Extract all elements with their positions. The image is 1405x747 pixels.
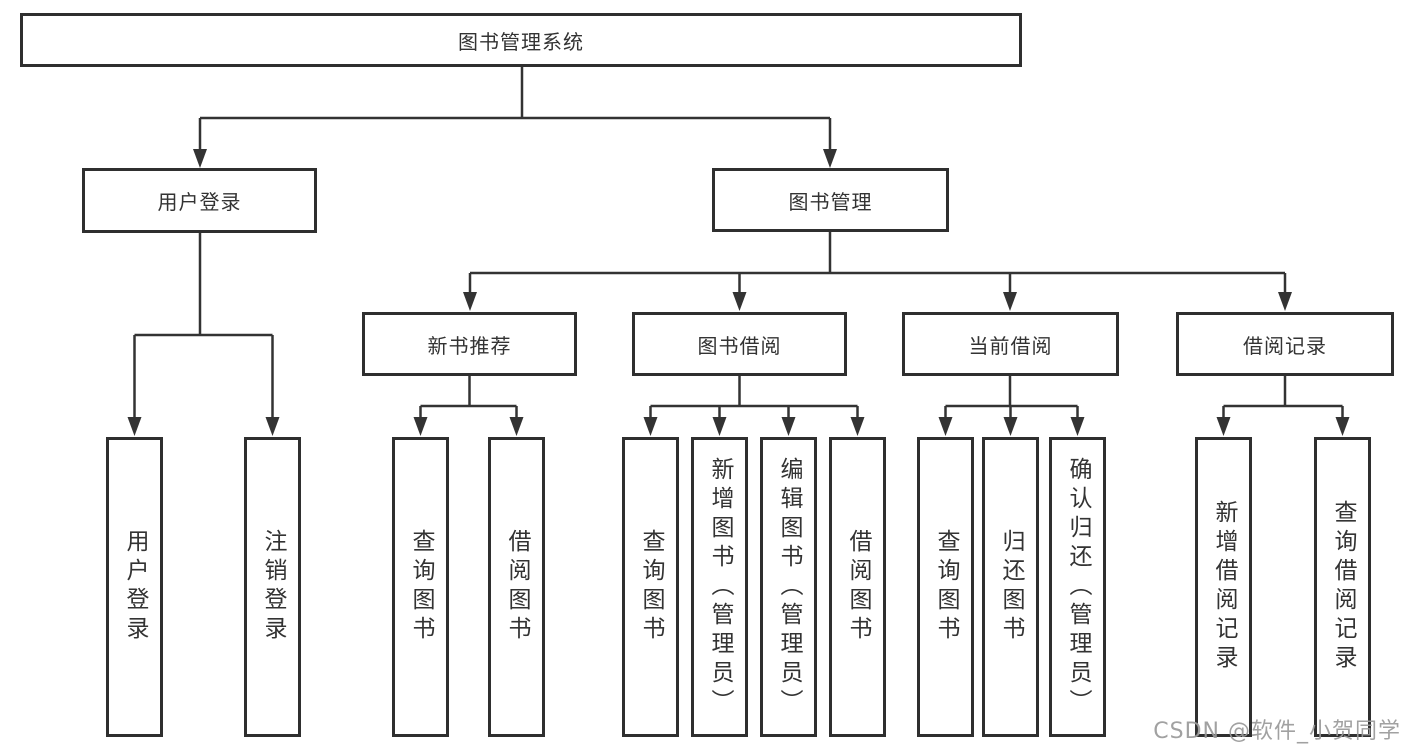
leaf-edit-book-admin: 编辑图书（管理员）	[760, 437, 817, 737]
leaf-return-book-label: 归还图书	[998, 529, 1024, 645]
leaf-query-books-borrow: 查询图书	[622, 437, 679, 737]
leaf-query-books-borrow-label: 查询图书	[638, 529, 664, 645]
node-current-borrow: 当前借阅	[902, 312, 1119, 376]
node-book-management: 图书管理	[712, 168, 949, 232]
node-current-borrow-label: 当前借阅	[968, 333, 1053, 358]
node-root-label: 图书管理系统	[458, 29, 584, 54]
leaf-logout: 注销登录	[244, 437, 301, 737]
leaf-add-book-admin: 新增图书（管理员）	[691, 437, 748, 737]
leaf-borrow-books-label: 借阅图书	[845, 529, 871, 645]
leaf-query-books-recommend-label: 查询图书	[408, 529, 434, 645]
leaf-user-login: 用户登录	[106, 437, 163, 737]
leaf-query-books-current: 查询图书	[917, 437, 974, 737]
node-book-borrow: 图书借阅	[632, 312, 847, 376]
leaf-borrow-books-recommend: 借阅图书	[488, 437, 545, 737]
leaf-borrow-books-recommend-label: 借阅图书	[504, 529, 530, 645]
leaf-add-borrow-record: 新增借阅记录	[1195, 437, 1252, 737]
connector-root-level2	[193, 67, 837, 168]
leaf-add-book-admin-label: 新增图书（管理员）	[707, 456, 733, 718]
node-book-borrow-label: 图书借阅	[697, 333, 782, 358]
leaf-return-book: 归还图书	[982, 437, 1039, 737]
connector-book-mgmt-level3	[463, 232, 1292, 311]
connector-borrow-record-children	[1216, 376, 1350, 436]
node-user-login: 用户登录	[82, 168, 317, 233]
node-new-book-recommend: 新书推荐	[362, 312, 577, 376]
leaf-borrow-books: 借阅图书	[829, 437, 886, 737]
leaf-logout-label: 注销登录	[260, 529, 286, 645]
leaf-edit-book-admin-label: 编辑图书（管理员）	[776, 456, 802, 718]
connector-new-book-children	[413, 376, 524, 436]
node-borrow-record-label: 借阅记录	[1243, 333, 1327, 358]
node-new-book-recommend-label: 新书推荐	[427, 333, 512, 358]
leaf-add-borrow-record-label: 新增借阅记录	[1211, 500, 1237, 674]
leaf-query-books-recommend: 查询图书	[392, 437, 449, 737]
leaf-query-borrow-record: 查询借阅记录	[1314, 437, 1371, 737]
leaf-user-login-label: 用户登录	[122, 529, 148, 645]
leaf-query-borrow-record-label: 查询借阅记录	[1330, 500, 1356, 674]
leaf-confirm-return-admin-label: 确认归还（管理员）	[1065, 456, 1091, 718]
connector-user-login-children	[127, 233, 280, 436]
connector-book-borrow-children	[643, 376, 865, 436]
leaf-confirm-return-admin: 确认归还（管理员）	[1049, 437, 1106, 737]
node-book-management-label: 图书管理	[788, 189, 873, 214]
connector-current-borrow-children	[938, 376, 1085, 436]
node-borrow-record: 借阅记录	[1176, 312, 1394, 376]
watermark: CSDN @软件_小贺同学	[1153, 719, 1401, 744]
leaf-query-books-current-label: 查询图书	[933, 529, 959, 645]
node-user-login-label: 用户登录	[157, 190, 242, 214]
node-root: 图书管理系统	[20, 13, 1022, 67]
